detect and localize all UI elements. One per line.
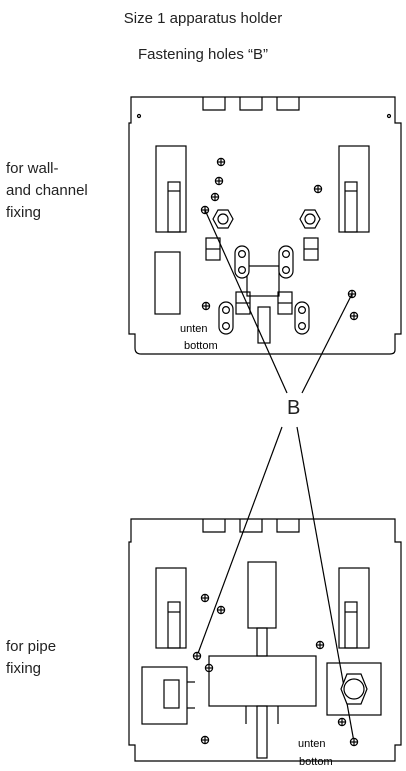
- hex-nut-left: [212, 209, 234, 229]
- holder-outline-top: [128, 96, 402, 355]
- holder-pipe-fixing: unten bottom: [128, 518, 402, 768]
- holder-wall-fixing: unten bottom: [128, 96, 402, 355]
- diagram-title: Size 1 apparatus holder: [123, 10, 283, 27]
- bottom-label-top: bottom: [184, 340, 218, 352]
- pipe-clamp-right: [326, 662, 382, 716]
- pipe-clamp-left: [141, 666, 195, 725]
- unten-label-bottom: unten: [298, 738, 326, 750]
- latch-right: [338, 145, 370, 233]
- wall-fixing-label: for wall- and channel fixing: [6, 160, 88, 221]
- bottom-label-bottom: bottom: [299, 756, 333, 768]
- holder-outline-bottom: [128, 518, 402, 762]
- fastening-hole-b-label: B: [287, 397, 301, 419]
- diagram-subtitle: Fastening holes “B”: [137, 46, 269, 63]
- hex-nut-right: [299, 209, 321, 229]
- central-block: [208, 655, 317, 707]
- side-plate: [154, 251, 181, 315]
- latch-left: [155, 145, 187, 233]
- leader-lines: [196, 209, 355, 743]
- pipe-fixing-label: for pipe fixing: [6, 638, 57, 677]
- unten-label-top: unten: [180, 323, 208, 335]
